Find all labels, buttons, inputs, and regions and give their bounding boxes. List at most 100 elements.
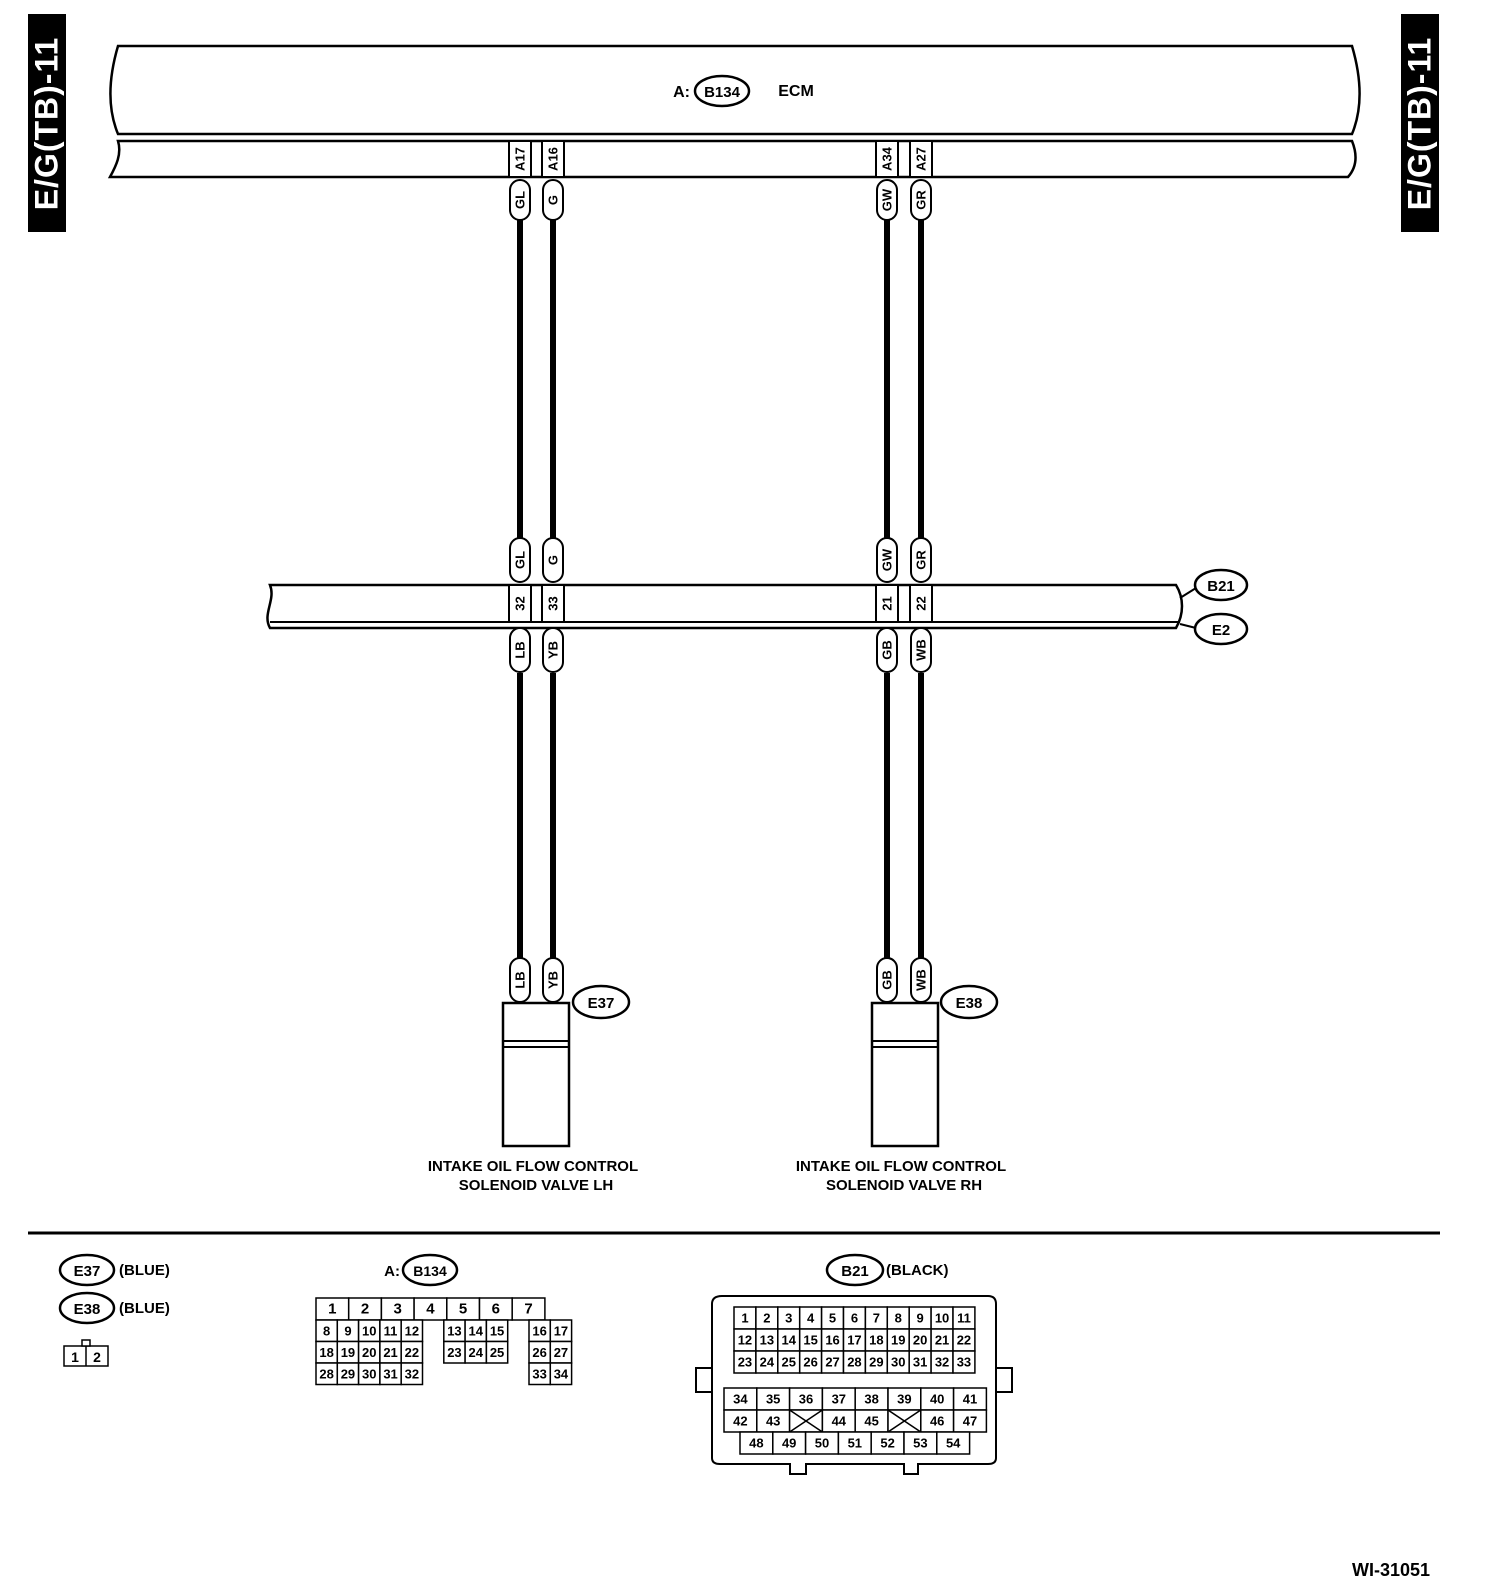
wire-0-ecm-pin-box	[508, 140, 532, 178]
device-lh-body	[501, 1001, 571, 1148]
b21-bottom-pin-38: 38	[864, 1392, 878, 1407]
b21-top-pin-28: 28	[847, 1355, 861, 1370]
wire-1-ecm-pin-text: A16	[546, 147, 561, 171]
device-rh-connector-oval	[939, 984, 999, 1020]
wire-1-ecm-pin-box	[541, 140, 565, 178]
legend-b21-oval	[825, 1253, 885, 1287]
legend-b21-left-tab	[695, 1367, 713, 1393]
wire-0-junction-upper-color-pill	[509, 537, 531, 583]
wire-2-ecm-color-pill	[876, 179, 898, 221]
b134-lower-cell-1-8	[485, 1340, 509, 1364]
b21-top-pin-2: 2	[763, 1311, 770, 1326]
b21-top-pin-11: 11	[957, 1311, 971, 1326]
ecm-unit	[107, 44, 1361, 179]
wire-1-junction-pin-text: 33	[546, 596, 561, 610]
b134-lower-pin-12: 12	[405, 1323, 419, 1338]
device-rh: E38 INTAKE OIL FLOW CONTROL SOLENOID VAL…	[796, 984, 1006, 1194]
legend-b134-label: B134	[413, 1263, 447, 1279]
b21-top-pin-3: 3	[785, 1311, 792, 1326]
wire-0-junction-upper-color-text: GL	[513, 551, 528, 569]
b134-lower-pin-20: 20	[362, 1345, 376, 1360]
wire-0-device-color-text: LB	[513, 971, 528, 988]
b134-lower-pin-14: 14	[469, 1323, 484, 1338]
wire-2-device-color-text: GB	[880, 970, 895, 990]
b21-bottom-blank-b-1-2	[789, 1409, 823, 1433]
wire-2-ecm-pin-box	[875, 140, 899, 178]
device-rh-label-line2: SOLENOID VALVE RH	[826, 1177, 982, 1194]
b134-pin-6: 6	[492, 1301, 500, 1318]
b21-top-pin-31: 31	[913, 1355, 927, 1370]
device-lh-connector-label: E37	[588, 995, 615, 1012]
b21-top-pin-32: 32	[935, 1355, 949, 1370]
b21-bottom-pin-43: 43	[766, 1414, 780, 1429]
b134-lower-pin-9: 9	[344, 1323, 351, 1338]
wire-2-junction-lower-color-pill	[876, 627, 898, 673]
b134-lower-pin-11: 11	[384, 1323, 398, 1338]
b21-top-pin-5: 5	[829, 1311, 836, 1326]
b21-top-pin-24: 24	[760, 1355, 775, 1370]
b134-lower-pin-33: 33	[532, 1366, 546, 1381]
wire-1-junction-lower-color-text: YB	[546, 641, 561, 659]
wire-2-ecm-color-text: GW	[880, 188, 895, 211]
b134-lower-pin-22: 22	[405, 1345, 419, 1360]
legend-e37-e38: E37 (BLUE) E38 (BLUE) 1 2	[58, 1253, 170, 1367]
wire-3-junction-lower-color-text: WB	[914, 639, 929, 661]
wire-2-junction-pin-text: 21	[880, 596, 895, 610]
harness-connector-e2-oval	[1193, 612, 1249, 646]
b134-pin-2: 2	[361, 1301, 369, 1318]
harness-leader-b21	[1179, 587, 1197, 599]
wire-3-junction-pin-box	[909, 584, 933, 623]
wire-3-junction-upper-color-pill	[910, 537, 932, 583]
harness-connector-b21-oval	[1193, 568, 1249, 602]
b21-top-pin-33: 33	[957, 1355, 971, 1370]
b134-lower-pin-17: 17	[554, 1323, 568, 1338]
legend-e38-label: E38	[74, 1301, 101, 1318]
device-lh-label-line2: SOLENOID VALVE LH	[459, 1177, 613, 1194]
b21-bottom-pin-44: 44	[832, 1414, 847, 1429]
wire-3-device-color-text: WB	[914, 969, 929, 991]
b21-bottom-pin-34: 34	[733, 1392, 748, 1407]
b21-bottom-pin-46: 46	[930, 1414, 944, 1429]
b134-lower-pin-25: 25	[490, 1345, 504, 1360]
ecm-name: ECM	[778, 83, 814, 100]
b21-bottom-pin-39: 39	[897, 1392, 911, 1407]
wire-2-junction-upper-color-text: GW	[880, 548, 895, 571]
wire-1-ecm-color-text: G	[546, 195, 561, 205]
b21-top-pin-22: 22	[957, 1333, 971, 1348]
wire-2-junction-pin-box	[875, 584, 899, 623]
wire-1-junction-upper-color-pill	[542, 537, 564, 583]
b134-lower-pin-26: 26	[532, 1345, 546, 1360]
b21-bottom-pin-37: 37	[832, 1392, 846, 1407]
b21-top-pin-4: 4	[807, 1311, 815, 1326]
device-lh-connector-oval	[571, 984, 631, 1020]
b21-top-pin-30: 30	[891, 1355, 905, 1370]
b21-top-pin-10: 10	[935, 1311, 949, 1326]
wire-3-ecm-color-text: GR	[914, 190, 929, 210]
wire-1-junction-upper-color-text: G	[546, 555, 561, 565]
harness-connector-b21-label: B21	[1207, 578, 1235, 595]
b21-bottom-last-cell-0-6	[936, 1431, 971, 1455]
b21-top-pin-25: 25	[782, 1355, 796, 1370]
b21-top-pin-18: 18	[869, 1333, 883, 1348]
b134-lower-pin-13: 13	[447, 1323, 461, 1338]
b134-lower-cell-2-11	[549, 1362, 573, 1386]
wire-0-junction-pin-text: 32	[513, 596, 528, 610]
legend-small-pin-2: 2	[93, 1349, 101, 1365]
legend-e37-label: E37	[74, 1263, 101, 1280]
b21-top-cell-2-10	[952, 1350, 976, 1374]
legend-e38-color: (BLUE)	[119, 1300, 170, 1317]
device-rh-body	[870, 1001, 940, 1148]
wire-3-ecm-pin-text: A27	[914, 147, 929, 171]
legend-b21-right-tab	[995, 1367, 1013, 1393]
wire-2-ecm-pin-text: A34	[880, 146, 895, 171]
wire-1-junction-pin-box	[541, 584, 565, 623]
b21-top-pin-21: 21	[935, 1333, 949, 1348]
wire-0-ecm-color-text: GL	[513, 191, 528, 209]
wire-3-junction-upper-color-text: GR	[914, 550, 929, 570]
wire-1-device-color-text: YB	[546, 971, 561, 989]
